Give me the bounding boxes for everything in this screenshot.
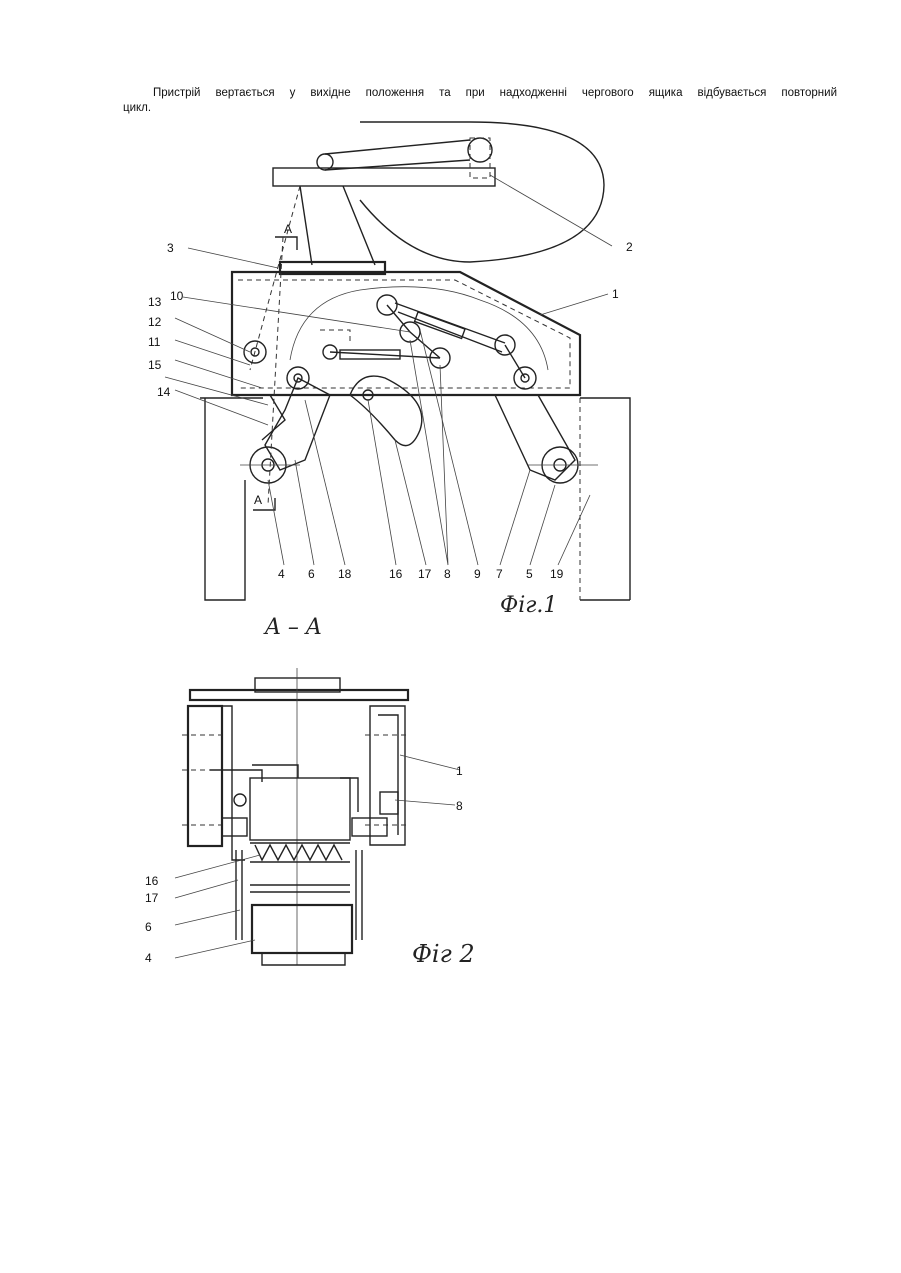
- fig1-label-16: 16: [389, 567, 403, 581]
- fig1-label-8: 8: [444, 567, 451, 581]
- fig2-label-6: 6: [145, 920, 152, 934]
- fig1-label-10: 10: [170, 289, 184, 303]
- fig1-label-2: 2: [626, 240, 633, 254]
- figure-2-drawing: [175, 668, 460, 965]
- fig1-label-6: 6: [308, 567, 315, 581]
- fig2-caption: Фіг 2: [412, 940, 475, 968]
- fig1-label-3: 3: [167, 241, 174, 255]
- fig1-label-5: 5: [526, 567, 533, 581]
- fig1-label-14: 14: [157, 385, 171, 399]
- fig2-label-17: 17: [145, 891, 159, 905]
- fig2-label-1: 1: [456, 764, 463, 778]
- fig1-label-7: 7: [496, 567, 503, 581]
- section-mark-a-bottom: A: [254, 493, 262, 507]
- section-mark-a-top: A: [284, 222, 292, 236]
- fig1-label-4: 4: [278, 567, 285, 581]
- fig1-label-19: 19: [550, 567, 564, 581]
- fig1-label-13: 13: [148, 295, 162, 309]
- fig1-label-11: 11: [148, 335, 161, 349]
- fig1-label-9: 9: [474, 567, 481, 581]
- section-caption: A – A: [263, 615, 322, 640]
- fig2-label-8: 8: [456, 799, 463, 813]
- fig1-label-18: 18: [338, 567, 352, 581]
- fig2-label-16: 16: [145, 874, 159, 888]
- fig1-caption: Фіг.1: [500, 593, 557, 618]
- figure-1-drawing: [165, 122, 630, 600]
- fig1-label-17: 17: [418, 567, 432, 581]
- fig1-label-12: 12: [148, 315, 162, 329]
- fig2-label-4: 4: [145, 951, 152, 965]
- fig1-label-1: 1: [612, 287, 619, 301]
- fig1-label-15: 15: [148, 358, 162, 372]
